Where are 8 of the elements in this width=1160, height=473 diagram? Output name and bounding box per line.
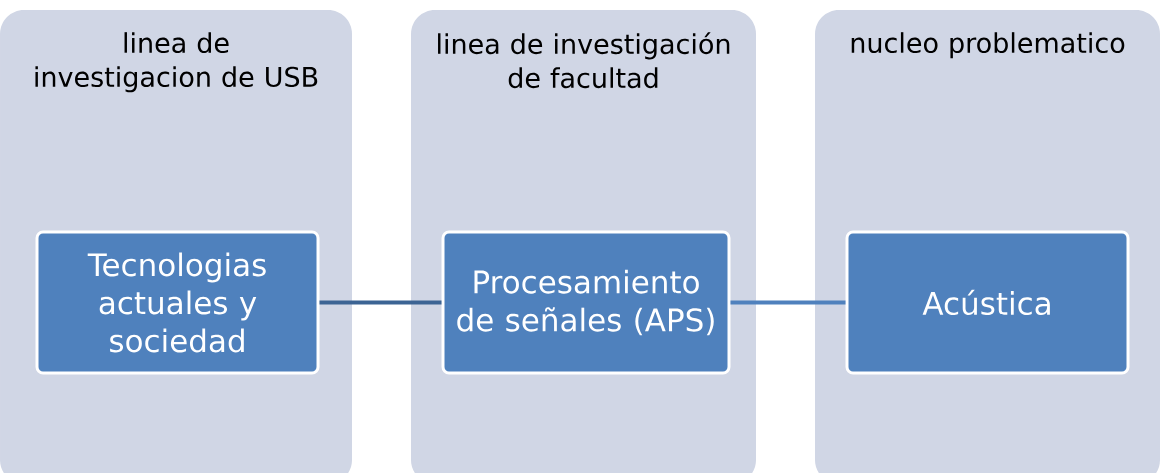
connector-line [319, 300, 442, 305]
process-box: Acústica [845, 230, 1130, 375]
process-box: Tecnologias actuales y sociedad [35, 230, 320, 375]
connector-line [730, 300, 846, 305]
process-box: Procesamiento de señales (APS) [441, 230, 731, 375]
column-heading: linea de investigacion de USB [35, 32, 318, 93]
column-heading: nucleo problematico [851, 32, 1125, 59]
column-heading: linea de investigación de facultad [438, 32, 730, 89]
